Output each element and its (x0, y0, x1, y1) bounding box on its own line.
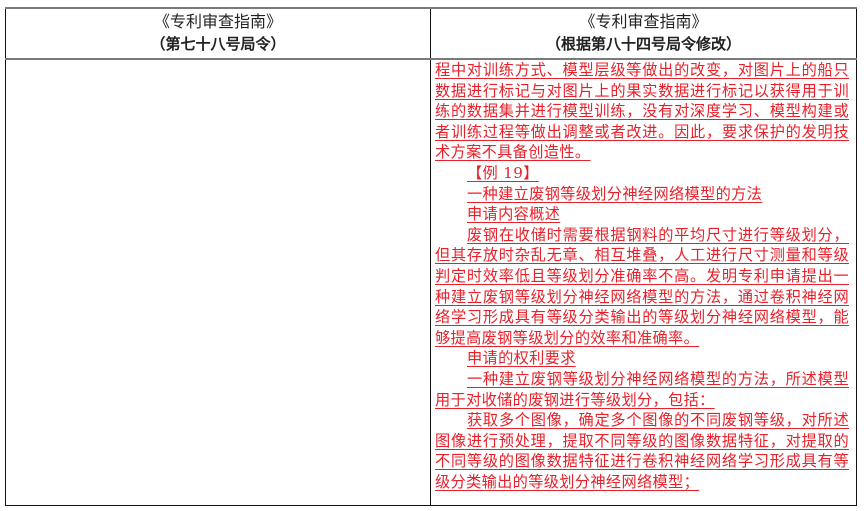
paragraph-claim-preamble: 一种建立废钢等级划分神经网络模型的方法，所述模型用于对收储的废钢进行等级划分，包… (435, 369, 849, 410)
left-header-title: 《专利审查指南》 (153, 12, 282, 31)
section-heading-summary: 申请内容概述 (435, 204, 849, 225)
paragraph-text: 申请内容概述 (467, 205, 561, 224)
paragraph-text: 程中对训练方式、模型层级等做出的改变，对图片上的船只数据进行标记与对图片上的果实… (435, 61, 849, 162)
paragraph-text: 一种建立废钢等级划分神经网络模型的方法 (467, 184, 763, 203)
example-number: 【例 19】 (435, 163, 849, 184)
section-heading-claims: 申请的权利要求 (435, 348, 849, 369)
amended-text: 程中对训练方式、模型层级等做出的改变，对图片上的船只数据进行标记与对图片上的果实… (431, 60, 856, 492)
right-column-body: 程中对训练方式、模型层级等做出的改变，对图片上的船只数据进行标记与对图片上的果实… (430, 59, 857, 506)
left-column-header: 《专利审查指南》 （第七十八号局令） (5, 7, 431, 60)
left-header-subtitle: （第七十八号局令） (150, 35, 286, 53)
paragraph-summary: 废钢在收储时需要根据钢料的平均尺寸进行等级划分，但其存放时杂乱无章、相互堆叠，人… (435, 225, 849, 349)
paragraph-text: 申请的权利要求 (467, 349, 576, 368)
right-header-title: 《专利审查指南》 (579, 12, 708, 31)
right-header-subtitle: （根据第八十四号局令修改） (545, 35, 741, 53)
right-column-header: 《专利审查指南》 （根据第八十四号局令修改） (430, 7, 857, 60)
left-column-body (5, 59, 431, 506)
paragraph-text: 【例 19】 (467, 163, 539, 182)
paragraph-text: 废钢在收储时需要根据钢料的平均尺寸进行等级划分，但其存放时杂乱无章、相互堆叠，人… (435, 225, 849, 347)
body-row: 程中对训练方式、模型层级等做出的改变，对图片上的船只数据进行标记与对图片上的果实… (5, 59, 857, 506)
paragraph-text: 一种建立废钢等级划分神经网络模型的方法，所述模型用于对收储的废钢进行等级划分，包… (435, 369, 849, 409)
paragraph-text: 获取多个图像，确定多个图像的不同废钢等级，对所述图像进行预处理，提取不同等级的图… (435, 411, 849, 491)
paragraph-claim-step: 获取多个图像，确定多个图像的不同废钢等级，对所述图像进行预处理，提取不同等级的图… (435, 410, 849, 492)
paragraph-conclusion: 程中对训练方式、模型层级等做出的改变，对图片上的船只数据进行标记与对图片上的果实… (435, 60, 849, 163)
comparison-table: 《专利审查指南》 （第七十八号局令） 《专利审查指南》 （根据第八十四号局令修改… (5, 7, 857, 506)
header-row: 《专利审查指南》 （第七十八号局令） 《专利审查指南》 （根据第八十四号局令修改… (5, 7, 857, 60)
example-title: 一种建立废钢等级划分神经网络模型的方法 (435, 184, 849, 205)
